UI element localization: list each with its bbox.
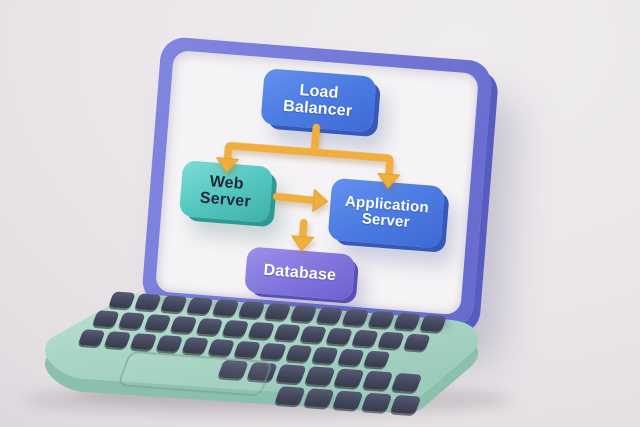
keyboard-key [91,310,120,328]
keyboard-key [247,321,276,340]
keyboard-key [77,329,106,347]
node-label-database: Database [262,262,337,285]
keyboard-key [332,390,364,410]
keyboard-key [155,335,184,353]
keyboard-key [393,312,422,331]
keyboard-key [259,342,287,361]
keyboard-key [185,297,214,315]
node-label-load-balancer: Load Balancer [282,81,353,121]
keyboard-key [351,329,379,347]
node-label-web-server: Web Server [199,172,252,211]
keyboard-key [419,314,448,333]
keyboard-key [181,336,210,355]
keyboard-key [108,291,136,309]
keyboard-key [143,314,172,332]
keyboard-key [211,299,240,317]
keyboard-key [303,388,335,408]
diagram-node-application-server: Application Server [327,177,446,249]
keyboard-key [377,331,405,349]
laptop-screen: Load Balancer Web Server Application Ser… [140,36,493,330]
keyboard-key [289,304,318,323]
keyboard-key [117,312,146,330]
keyboard-key [299,325,328,344]
keyboard-key [361,392,393,413]
keyboard-key [129,333,158,351]
keyboard-key [390,372,423,393]
keyboard-key [389,394,422,415]
diagram-node-web-server: Web Server [178,160,274,223]
keyboard-key [341,308,370,327]
keyboard-key [362,350,391,368]
keyboard-key [403,333,431,351]
keyboard-key [311,346,339,364]
keyboard-key [285,344,313,363]
keyboard-key [195,317,224,336]
keyboard-key [315,306,344,325]
keyboard-key [337,348,365,366]
keyboard-key [207,338,236,357]
node-label-application-server: Application Server [344,192,430,231]
keyboard-key [304,366,336,386]
keyboard-key [134,293,162,311]
keyboard-key [263,303,292,321]
keyboard-key [274,386,306,406]
keyboard-key [237,301,266,319]
keyboard-key [160,295,188,313]
keyboard-key [362,370,394,391]
keyboard-key [169,316,198,334]
keyboard-key [221,319,250,338]
diagram-node-load-balancer: Load Balancer [260,68,377,133]
keyboard-key [103,331,132,349]
keyboard-key [325,327,354,345]
diagram-node-database: Database [244,246,356,301]
keyboard-key [275,364,307,384]
keyboard-key [233,340,262,359]
keyboard-key [273,323,302,342]
keyboard-key [367,310,396,329]
keyboard-key [333,368,365,388]
